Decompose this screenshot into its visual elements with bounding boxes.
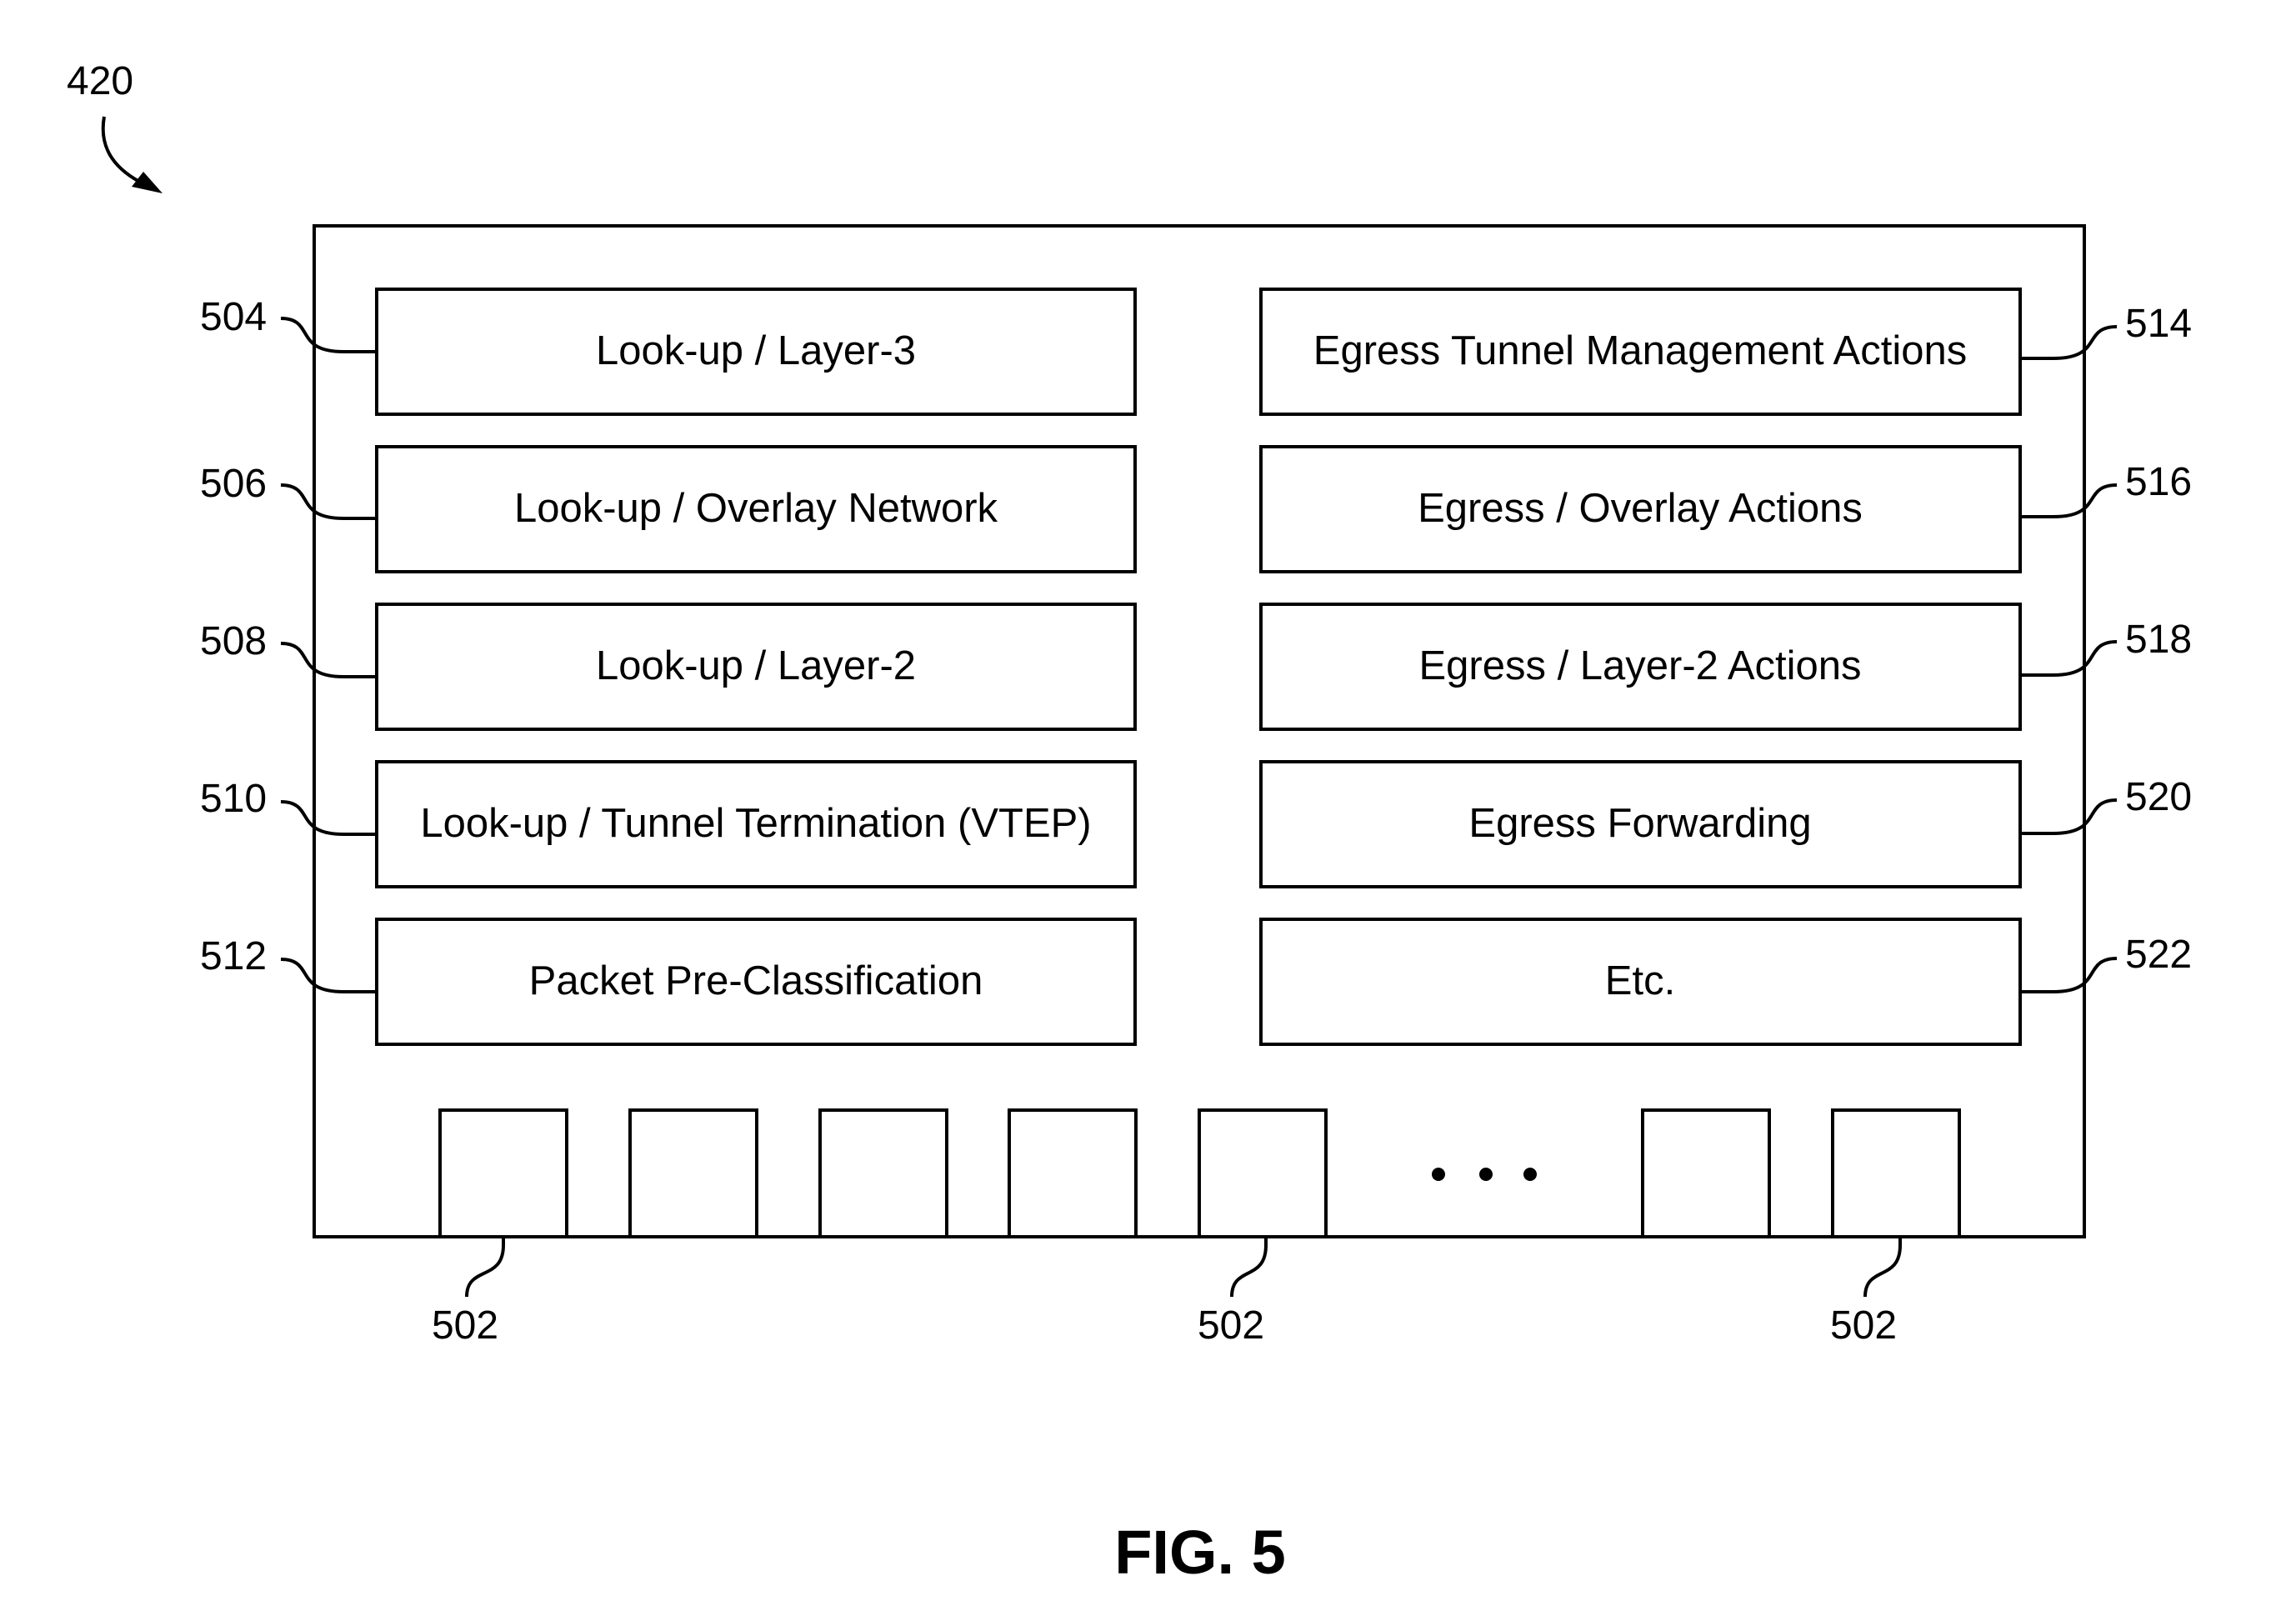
port (1009, 1110, 1136, 1237)
block-lookup-overlay-network-label: Look-up / Overlay Network (514, 486, 998, 531)
port (820, 1110, 947, 1237)
block-egress-forwarding-label: Egress Forwarding (1468, 801, 1811, 846)
port (440, 1110, 567, 1237)
ref-label-514: 514 (2125, 302, 2192, 346)
ref-label-508: 508 (200, 619, 267, 663)
ref-label-504: 504 (200, 295, 267, 339)
figure-pointer-arrowhead (132, 172, 163, 193)
block-egress-layer2-actions-label: Egress / Layer-2 Actions (1418, 643, 1861, 688)
port (630, 1110, 757, 1237)
ref-label-516: 516 (2125, 460, 2192, 504)
block-packet-pre-classification-label: Packet Pre-Classification (529, 958, 983, 1003)
ref-label-518: 518 (2125, 618, 2192, 662)
ellipsis-dot (1479, 1168, 1493, 1181)
port (1643, 1110, 1769, 1237)
leader-line-502-center (1232, 1237, 1266, 1297)
port (1199, 1110, 1326, 1237)
ellipsis-dot (1523, 1168, 1537, 1181)
block-egress-tunnel-management-label: Egress Tunnel Management Actions (1313, 328, 1967, 373)
ellipsis-dot (1432, 1168, 1445, 1181)
port-row (440, 1110, 1959, 1237)
figure-number-label: 420 (67, 59, 133, 103)
leader-line-502-right (1865, 1237, 1900, 1297)
block-egress-overlay-actions-label: Egress / Overlay Actions (1418, 486, 1863, 531)
block-etc-label: Etc. (1605, 958, 1675, 1003)
ref-label-502-left: 502 (432, 1303, 498, 1348)
ref-label-506: 506 (200, 462, 267, 506)
port (1833, 1110, 1959, 1237)
ref-label-520: 520 (2125, 775, 2192, 819)
leader-line-502-left (467, 1237, 503, 1297)
block-lookup-tunnel-termination-label: Look-up / Tunnel Termination (VTEP) (420, 801, 1091, 846)
figure-pointer-arrow (103, 117, 146, 185)
ref-label-522: 522 (2125, 933, 2192, 977)
block-lookup-layer3-label: Look-up / Layer-3 (596, 328, 916, 373)
ref-label-512: 512 (200, 934, 267, 978)
figure-caption: FIG. 5 (1114, 1518, 1286, 1587)
ref-label-510: 510 (200, 777, 267, 821)
ref-label-502-center: 502 (1198, 1303, 1264, 1348)
ref-label-502-right: 502 (1830, 1303, 1897, 1348)
block-lookup-layer2-label: Look-up / Layer-2 (596, 643, 916, 688)
